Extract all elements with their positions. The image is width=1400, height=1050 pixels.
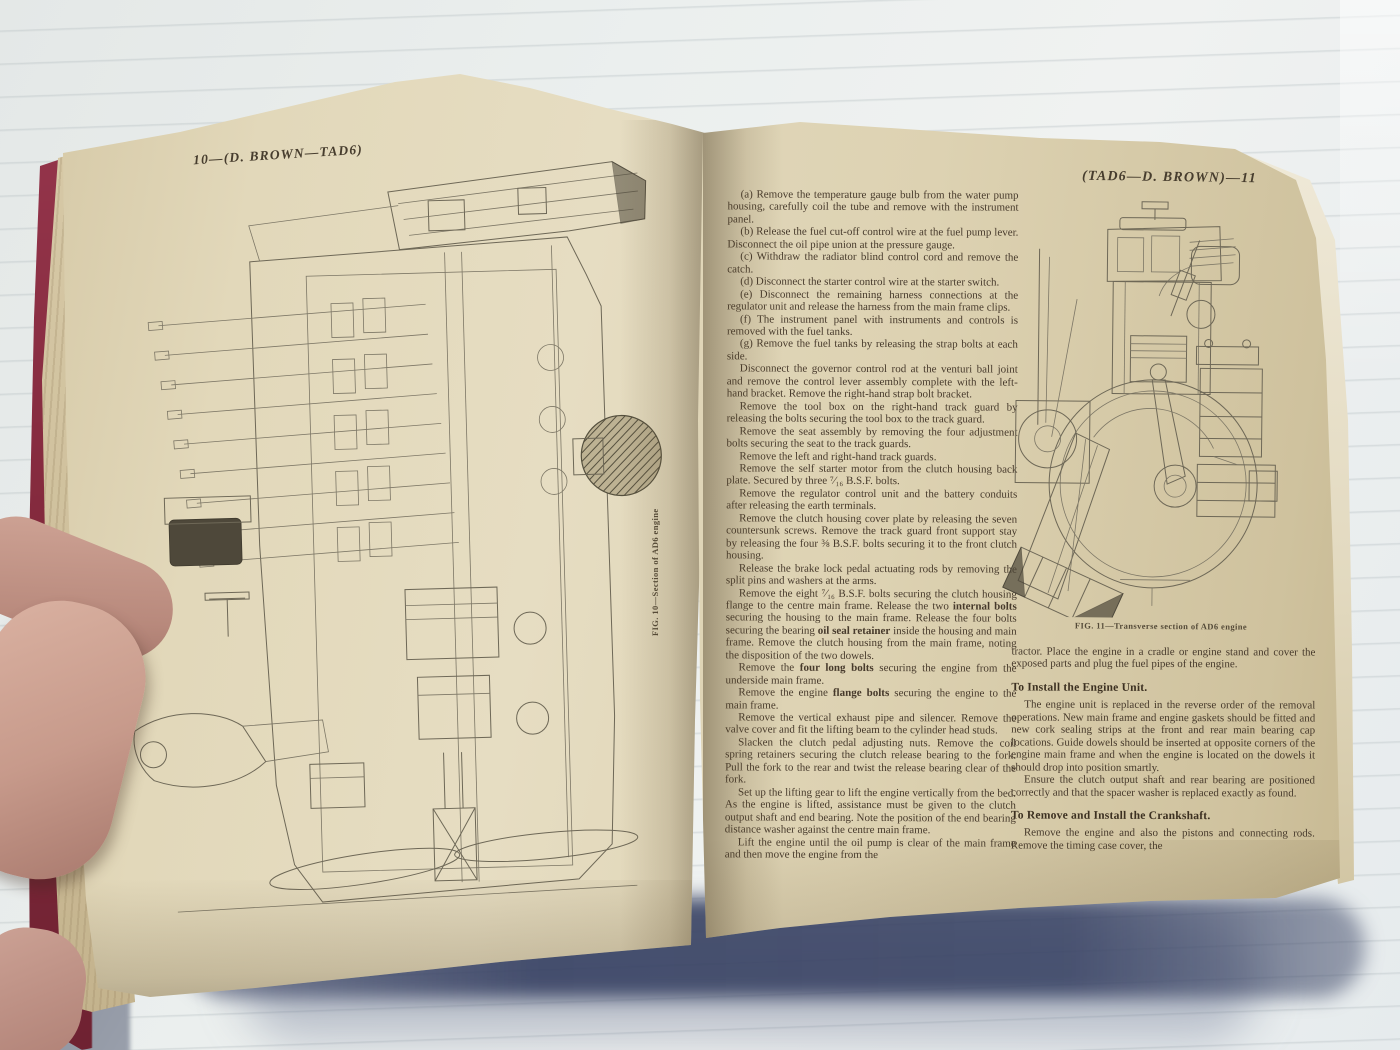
paragraph: Ensure the clutch output shaft and rear … <box>1010 773 1316 799</box>
fig11-transverse-section-diagram <box>1002 201 1278 620</box>
gutter-shadow-left <box>620 120 707 960</box>
paragraph: tractor. Place the engine in a cradle or… <box>1011 645 1316 671</box>
right-page-header: (TAD6—D. BROWN)—11 <box>1081 168 1257 187</box>
section-heading: To Remove and Install the Crankshaft. <box>1010 808 1211 823</box>
fig11-caption: FIG. 11—Transverse section of AD6 engine <box>1074 620 1248 632</box>
gutter-shadow-right <box>703 122 783 938</box>
wall-highlight <box>1340 0 1400 380</box>
fig10-engine-section-diagram <box>133 160 662 913</box>
paragraph: The engine unit is replaced in the rever… <box>1011 698 1316 774</box>
section-heading: To Install the Engine Unit. <box>1011 680 1148 694</box>
